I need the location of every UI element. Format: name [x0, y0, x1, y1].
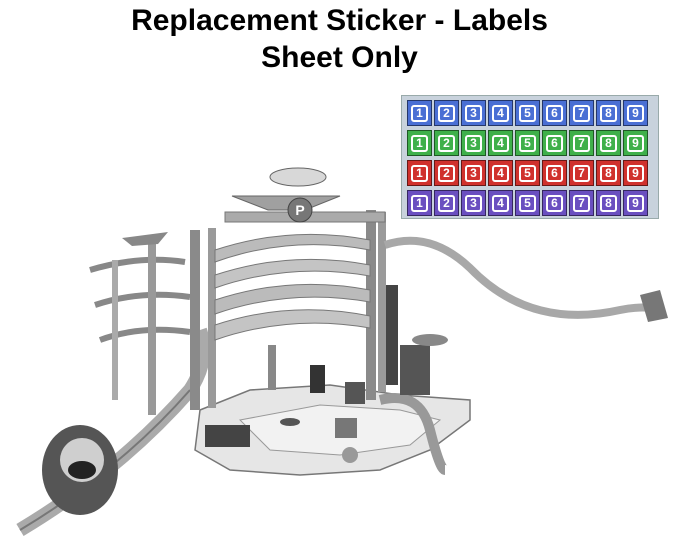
sticker-label: 6: [542, 100, 567, 126]
sticker-label: 4: [488, 130, 513, 156]
sticker-number: 1: [411, 134, 428, 152]
playset-details: [205, 285, 398, 463]
sticker-label: 8: [596, 100, 621, 126]
lower-right-track: [378, 334, 448, 475]
sticker-number: 2: [438, 134, 455, 152]
sticker-number: 1: [411, 104, 428, 122]
sticker-label: 5: [515, 100, 540, 126]
sticker-label: 5: [515, 160, 540, 186]
sticker-number: 3: [465, 164, 482, 182]
sticker-number: 4: [492, 104, 509, 122]
sticker-number: 4: [492, 134, 509, 152]
sticker-number: 3: [465, 104, 482, 122]
sticker-label: 8: [596, 190, 621, 216]
sticker-number: 3: [465, 134, 482, 152]
sticker-number: 2: [438, 194, 455, 212]
sticker-number: 9: [627, 164, 644, 182]
sticker-number: 3: [465, 194, 482, 212]
sticker-number: 9: [627, 104, 644, 122]
title-line-2: Sheet Only: [261, 41, 418, 74]
sticker-number: 6: [546, 134, 563, 152]
sticker-label: 2: [434, 160, 459, 186]
ramp-track-right: [383, 236, 668, 322]
sticker-label: 5: [515, 190, 540, 216]
sticker-label: 4: [488, 190, 513, 216]
sticker-number: 5: [519, 104, 536, 122]
product-title: Replacement Sticker - Labels Sheet Only: [0, 2, 679, 76]
sticker-number: 7: [573, 194, 590, 212]
sticker-number: 7: [573, 134, 590, 152]
sticker-label: 8: [596, 160, 621, 186]
title-line-1: Replacement Sticker - Labels: [131, 4, 548, 37]
sticker-label: 6: [542, 190, 567, 216]
sticker-label: 9: [623, 130, 648, 156]
sticker-label: 4: [488, 160, 513, 186]
sticker-label: 6: [542, 130, 567, 156]
sticker-label: 8: [596, 130, 621, 156]
sticker-number: 8: [600, 164, 617, 182]
sticker-label: 4: [488, 100, 513, 126]
sticker-number: 6: [546, 194, 563, 212]
sticker-label: 3: [461, 100, 486, 126]
sticker-number: 7: [573, 104, 590, 122]
sticker-label: 1: [407, 160, 432, 186]
sticker-number: 5: [519, 164, 536, 182]
parking-sign: P: [231, 167, 341, 223]
left-spiral-track: [89, 232, 191, 415]
sticker-label: 2: [434, 190, 459, 216]
sticker-number: 5: [519, 134, 536, 152]
sticker-number: 2: [438, 104, 455, 122]
playset-base: [194, 384, 471, 476]
sticker-label: 7: [569, 190, 594, 216]
sticker-label: 9: [623, 100, 648, 126]
sticker-label: 3: [461, 130, 486, 156]
garage-tower: [190, 210, 386, 410]
sticker-label: 1: [407, 100, 432, 126]
sticker-label: 7: [569, 130, 594, 156]
sticker-label: 3: [461, 190, 486, 216]
sticker-label: 9: [623, 190, 648, 216]
ramp-track-left: [16, 327, 211, 537]
sticker-number: 9: [627, 134, 644, 152]
sticker-label: 2: [434, 100, 459, 126]
sticker-number: 4: [492, 164, 509, 182]
sticker-label: 1: [407, 190, 432, 216]
sticker-number: 9: [627, 194, 644, 212]
sticker-number: 8: [600, 134, 617, 152]
sticker-number: 1: [411, 164, 428, 182]
sticker-label: 3: [461, 160, 486, 186]
sticker-number: 7: [573, 164, 590, 182]
sticker-number: 6: [546, 164, 563, 182]
sticker-label: 7: [569, 160, 594, 186]
sticker-label: 7: [569, 100, 594, 126]
sticker-number: 5: [519, 194, 536, 212]
sticker-label: 9: [623, 160, 648, 186]
sticker-number: 6: [546, 104, 563, 122]
sticker-number: 8: [600, 194, 617, 212]
playset-photo: P: [16, 167, 668, 537]
sticker-number: 1: [411, 194, 428, 212]
sticker-label: 6: [542, 160, 567, 186]
sticker-label: 2: [434, 130, 459, 156]
parking-sign-letter: P: [295, 202, 304, 218]
sticker-label: 5: [515, 130, 540, 156]
sticker-number: 4: [492, 194, 509, 212]
sticker-label: 1: [407, 130, 432, 156]
sticker-number: 2: [438, 164, 455, 182]
sticker-number: 8: [600, 104, 617, 122]
creature-figure: [42, 425, 118, 515]
